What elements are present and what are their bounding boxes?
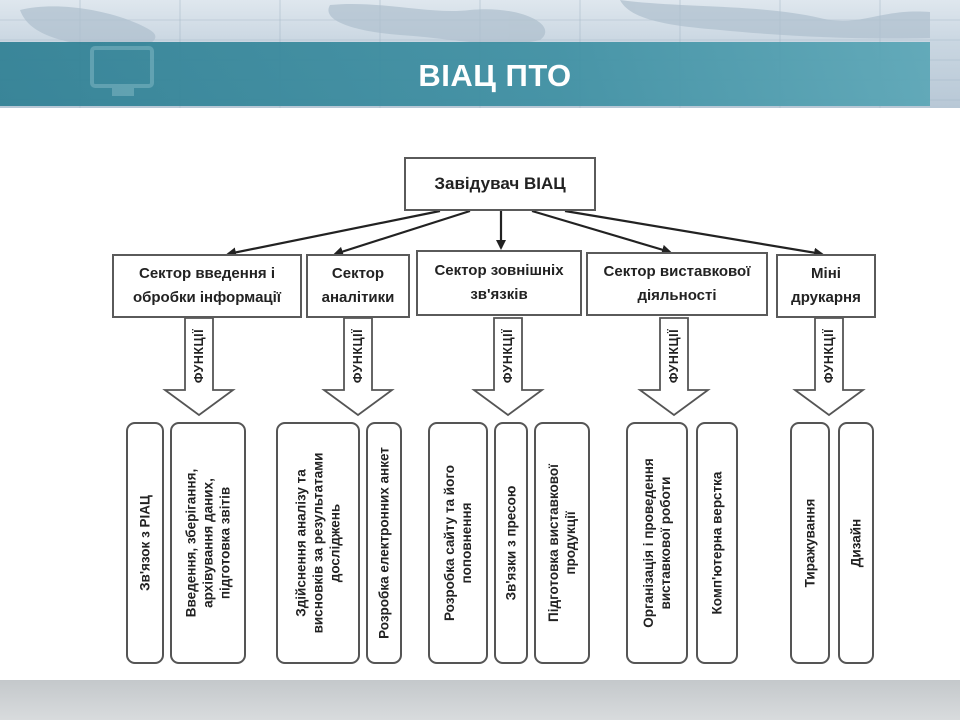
connector-arrow-2 xyxy=(333,209,471,257)
functions-label: ФУНКЦІЇ xyxy=(667,328,681,384)
function-arrow-5 xyxy=(792,317,866,417)
function-box: Розробка електронних анкет xyxy=(366,422,402,664)
sector-label-line: друкарня xyxy=(791,289,861,306)
sector-label-line: Міні xyxy=(811,265,841,282)
functions-label: ФУНКЦІЇ xyxy=(351,328,365,384)
function-box: Зв'язок з РІАЦ xyxy=(126,422,164,664)
sector-label-line: Сектор зовнішніх xyxy=(434,262,564,279)
connector-arrow-4 xyxy=(531,209,672,255)
sector-label-line: Сектор введення і xyxy=(139,265,275,282)
monitor-icon xyxy=(90,46,154,96)
functions-label: ФУНКЦІЇ xyxy=(822,328,836,384)
function-text: поповнення xyxy=(459,502,474,584)
sector-label-line: зв'язків xyxy=(470,286,528,303)
sector-label-line: обробки інформації xyxy=(132,289,282,306)
function-box: Тиражування xyxy=(790,422,830,664)
function-arrow-2 xyxy=(321,317,395,417)
function-box: Дизайн xyxy=(838,422,874,664)
function-text: Розробка сайту та його xyxy=(442,464,457,622)
function-text: Зв'язки з пресою xyxy=(503,485,519,601)
function-text: Дизайн xyxy=(848,518,864,568)
function-box: Підготовка виставкової продукції xyxy=(534,422,590,664)
function-text: продукції xyxy=(563,511,578,575)
function-text: Здійснення аналізу та xyxy=(293,469,309,617)
function-text: архівування даних, xyxy=(200,478,216,608)
header-banner: ВІАЦ ПТО xyxy=(0,0,960,108)
sector-box-exhibitions: Сектор виставкової діяльності xyxy=(586,252,768,316)
function-text: Тиражування xyxy=(802,498,818,588)
function-text: Введення, зберігання, xyxy=(183,468,199,618)
function-text: висновків за результатами xyxy=(310,452,326,634)
function-box: Здійснення аналізу та висновків за резул… xyxy=(276,422,360,664)
function-text: досліджень xyxy=(327,503,343,583)
sector-label-line: аналітики xyxy=(321,289,395,306)
function-text: виставкової роботи xyxy=(658,476,673,610)
function-arrow-1 xyxy=(162,317,236,417)
function-text: Зв'язок з РІАЦ xyxy=(137,495,153,591)
function-arrow-3 xyxy=(471,317,545,417)
connector-arrow-5 xyxy=(564,209,824,258)
function-text: Підготовка виставкової xyxy=(546,464,561,622)
function-box: Комп'ютерна верстка xyxy=(696,422,738,664)
sector-label-line: діяльності xyxy=(637,287,717,304)
function-arrow-4 xyxy=(637,317,711,417)
functions-label: ФУНКЦІЇ xyxy=(501,328,515,384)
function-box: Організація і проведення виставкової роб… xyxy=(626,422,688,664)
sector-box-data-input: Сектор введення і обробки інформації xyxy=(112,254,302,318)
sector-box-external-relations: Сектор зовнішніх зв'язків xyxy=(416,250,582,316)
function-text: Комп'ютерна верстка xyxy=(709,471,725,615)
function-box: Розробка сайту та його поповнення xyxy=(428,422,488,664)
connector-arrow-1 xyxy=(226,209,441,258)
sector-label-line: Сектор xyxy=(331,265,385,282)
function-text: Розробка електронних анкет xyxy=(376,447,392,639)
functions-label: ФУНКЦІЇ xyxy=(192,328,206,384)
title-band xyxy=(0,42,930,106)
function-box: Введення, зберігання, архівування даних,… xyxy=(170,422,246,664)
slide-title: ВІАЦ ПТО xyxy=(418,58,572,93)
sector-box-analytics: Сектор аналітики xyxy=(306,254,410,318)
sector-label-line: Сектор виставкової xyxy=(603,263,751,280)
footer-bar xyxy=(0,680,960,720)
function-text: Організація і проведення xyxy=(641,458,656,628)
head-label: Завідувач ВІАЦ xyxy=(434,174,566,193)
function-box: Зв'язки з пресою xyxy=(494,422,528,664)
head-box: Завідувач ВІАЦ xyxy=(404,157,596,211)
function-text: підготовка звітів xyxy=(217,486,233,600)
sector-box-mini-print: Міні друкарня xyxy=(776,254,876,318)
